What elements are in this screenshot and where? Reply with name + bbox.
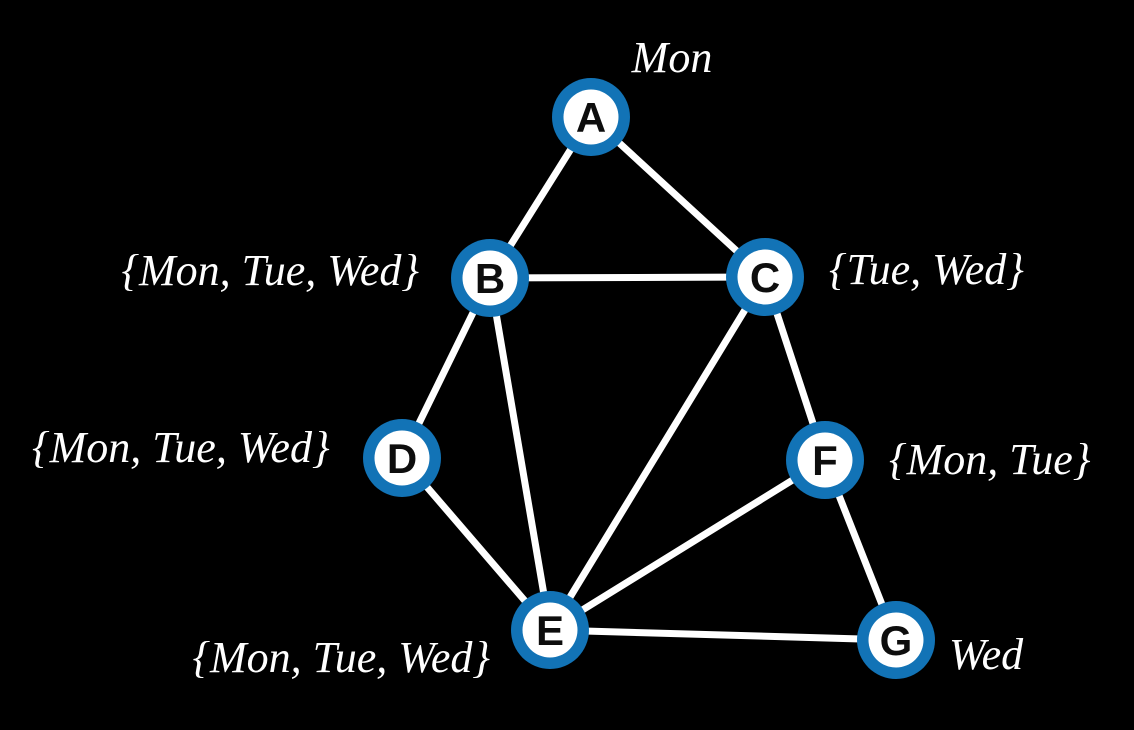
domain-label-E: {Mon, Tue, Wed}	[192, 633, 490, 682]
node-letter-F: F	[812, 437, 838, 484]
domain-labels-layer: Mon {Mon, Tue, Wed} {Tue, Wed} {Mon, Tue, W…	[32, 33, 1091, 682]
domain-label-G: Wed	[949, 630, 1024, 679]
edge-E-G	[546, 626, 900, 644]
node-fill-F	[797, 432, 853, 488]
node-G: G	[857, 601, 935, 679]
edge-B-E	[486, 274, 554, 634]
node-C: C	[726, 238, 804, 316]
domain-label-A: Mon	[631, 33, 713, 82]
node-letter-C: C	[750, 254, 780, 301]
node-D: D	[363, 419, 441, 497]
edge-E-F	[546, 456, 829, 634]
domain-label-C: {Tue, Wed}	[829, 245, 1024, 294]
domain-label-F: {Mon, Tue}	[889, 435, 1091, 484]
node-A: A	[552, 78, 630, 156]
node-fill-D	[374, 430, 430, 486]
node-letter-E: E	[536, 607, 564, 654]
node-letter-A: A	[576, 94, 606, 141]
node-fill-G	[868, 612, 924, 668]
node-B: B	[451, 239, 529, 317]
nodes-layer: A B C D E F G	[363, 78, 935, 679]
domain-label-B: {Mon, Tue, Wed}	[121, 246, 419, 295]
node-fill-C	[737, 249, 793, 305]
domain-label-D: {Mon, Tue, Wed}	[32, 423, 330, 472]
node-E: E	[511, 591, 589, 669]
node-fill-E	[522, 602, 578, 658]
node-letter-D: D	[387, 435, 417, 482]
edge-B-C	[486, 273, 769, 282]
node-fill-A	[563, 89, 619, 145]
node-fill-B	[462, 250, 518, 306]
node-letter-B: B	[475, 255, 505, 302]
node-letter-G: G	[880, 617, 913, 664]
edge-A-C	[587, 113, 769, 281]
node-F: F	[786, 421, 864, 499]
edge-C-E	[546, 273, 769, 634]
